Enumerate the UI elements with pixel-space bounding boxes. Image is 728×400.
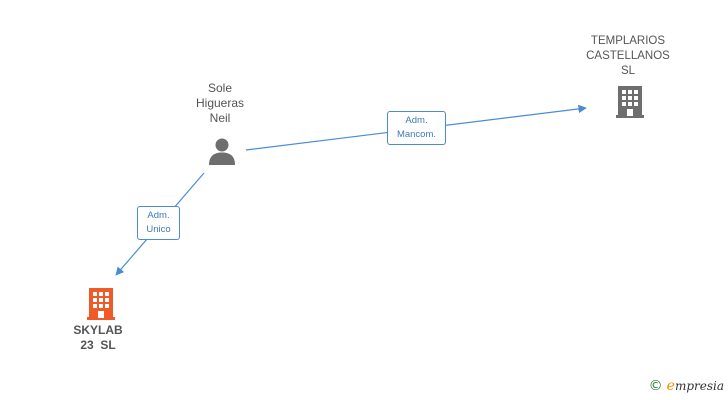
empresia-logo-initial: e: [666, 378, 675, 394]
person-name[interactable]: Sole Higueras Neil: [195, 81, 245, 125]
relation-label-adm-unico[interactable]: Adm. Unico: [137, 206, 180, 240]
building-icon[interactable]: [614, 84, 646, 118]
relation-label-adm-mancom[interactable]: Adm. Mancom.: [387, 111, 446, 145]
company-skylab-name[interactable]: SKYLAB 23 SL: [73, 323, 123, 352]
empresia-logo-text: mpresia: [674, 379, 724, 393]
empresia-watermark: ©empresia: [649, 378, 724, 394]
copyright-symbol: ©: [648, 378, 663, 394]
building-icon-highlighted[interactable]: [85, 286, 117, 320]
person-icon[interactable]: [207, 136, 237, 166]
company-templarios-name[interactable]: TEMPLARIOS CASTELLANOS SL: [586, 35, 670, 77]
